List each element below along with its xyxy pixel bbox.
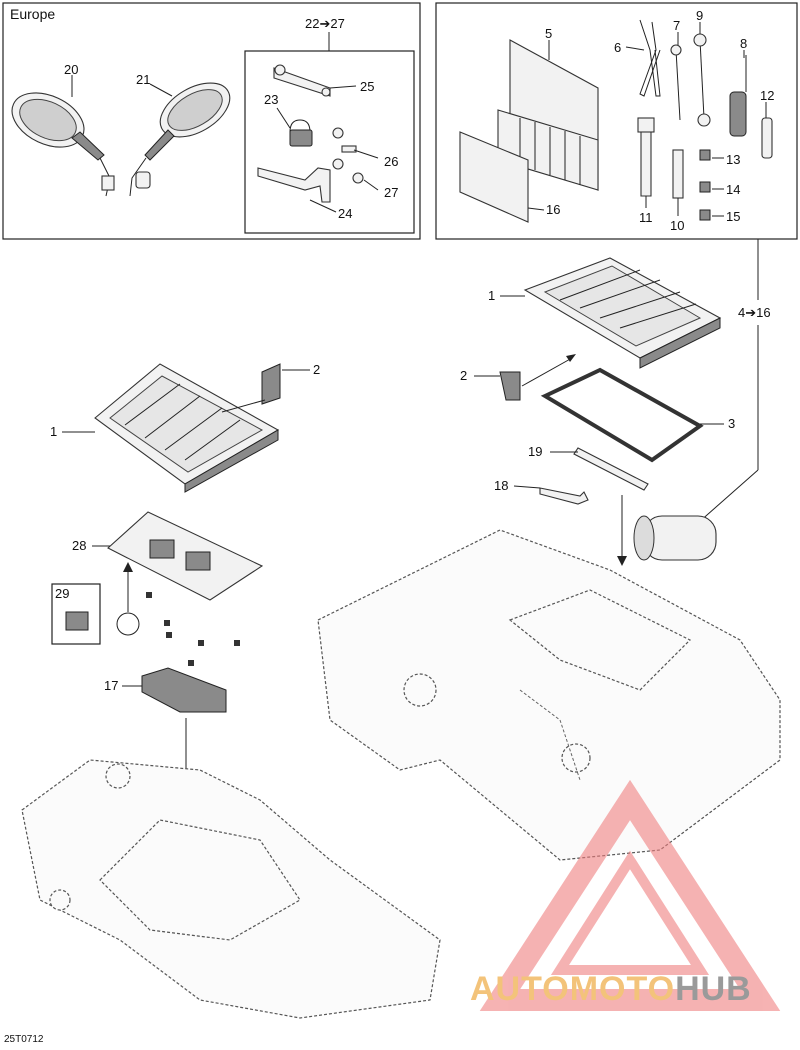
callout-19: 19 (528, 444, 542, 459)
callout-25: 25 (360, 79, 374, 94)
mirror-left (11, 92, 115, 197)
callout-21: 21 (136, 72, 150, 87)
seal-frame-3 (540, 367, 704, 463)
fuse-14 (699, 181, 711, 193)
rear-rack-right (523, 257, 722, 369)
wrench-9 (693, 33, 711, 127)
pliers-6 (639, 19, 661, 97)
toolkit-box (435, 2, 798, 240)
callout-6: 6 (614, 40, 621, 55)
callout-12: 12 (760, 88, 774, 103)
bit-12 (761, 117, 773, 159)
callout-9: 9 (696, 8, 703, 23)
rear-fender-left (21, 759, 441, 1019)
callout-15: 15 (726, 209, 740, 224)
bracket-25 (273, 64, 331, 97)
padlock-23 (289, 119, 313, 147)
rear-fender-right (317, 529, 781, 861)
diagram-code: 25T0712 (4, 1034, 44, 1045)
watermark-logo-icon (479, 779, 781, 1011)
callout-7: 7 (673, 18, 680, 33)
callout-11: 11 (639, 210, 653, 225)
callout-5: 5 (545, 26, 552, 41)
socket-wrench-11 (637, 117, 655, 197)
callout-24: 24 (338, 206, 352, 221)
mirror-right (129, 82, 231, 197)
strap-19 (573, 447, 649, 491)
watermark-part-a: AUTOMOTO (470, 970, 676, 1008)
callout-20: 20 (64, 62, 78, 77)
callout-13: 13 (726, 152, 740, 167)
callout-8: 8 (740, 36, 747, 51)
clip-box-29 (51, 583, 101, 645)
region-title: Europe (10, 6, 56, 22)
tray-28 (107, 511, 264, 601)
watermark-text: AUTOMOTOHUB (470, 970, 752, 1009)
callout-26: 26 (384, 154, 398, 169)
callout-27: 27 (384, 185, 398, 200)
socket-10 (672, 149, 684, 199)
key-18 (539, 487, 589, 505)
watermark-part-b: HUB (675, 970, 752, 1008)
clip-29 (65, 611, 89, 631)
callout-1-right: 1 (488, 288, 495, 303)
hitch-17 (141, 667, 227, 713)
mirror-kit-box (2, 2, 421, 240)
toolkit-range-label: 4➔16 (738, 305, 771, 320)
rear-rack-left (94, 363, 280, 493)
fasteners (146, 592, 240, 666)
bracket-24 (257, 167, 331, 203)
fuse-15 (699, 209, 711, 221)
lock-kit-box (244, 50, 415, 234)
manual-16 (459, 131, 529, 223)
callout-2-right: 2 (460, 368, 467, 383)
kit-range-label: 22➔27 (305, 16, 345, 31)
callout-2-left: 2 (313, 362, 320, 377)
callout-10: 10 (670, 218, 684, 233)
callout-28: 28 (72, 538, 86, 553)
clip-callout-circle (116, 612, 140, 636)
nut-27 (332, 158, 364, 184)
callout-16: 16 (546, 202, 560, 217)
wrench-7 (670, 44, 682, 121)
callout-18: 18 (494, 478, 508, 493)
fuse-13 (699, 149, 711, 161)
latch-right (499, 371, 521, 401)
latch-left (261, 363, 281, 405)
callout-3: 3 (728, 416, 735, 431)
callout-23: 23 (264, 92, 278, 107)
tool-roll (633, 515, 717, 561)
screwdriver-8 (729, 55, 747, 137)
callout-1-left: 1 (50, 424, 57, 439)
callout-17: 17 (104, 678, 118, 693)
callout-29: 29 (55, 586, 69, 601)
callout-14: 14 (726, 182, 740, 197)
bolt-26 (332, 127, 357, 153)
